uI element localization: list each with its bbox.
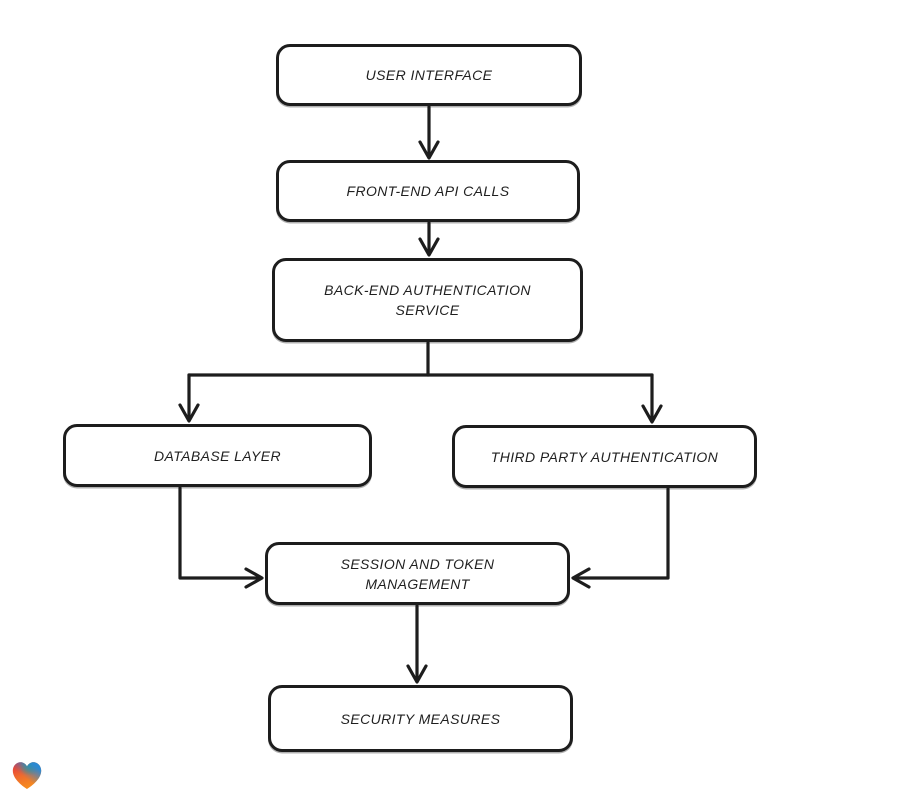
edge-third-party-to-session xyxy=(571,487,670,589)
edge-back-end-branch xyxy=(178,341,663,424)
node-database-layer-label: DATABASE LAYER xyxy=(154,447,281,464)
node-user-interface-label: USER INTERFACE xyxy=(365,67,493,83)
node-front-end-api-calls-label: FRONT-END API CALLS xyxy=(346,183,510,199)
node-user-interface[interactable]: USER INTERFACE xyxy=(276,44,582,106)
node-third-party-authentication-label: THIRD PARTY AUTHENTICATION xyxy=(490,448,719,465)
heart-icon xyxy=(12,762,42,789)
edge-user-interface-to-front-end xyxy=(418,105,440,160)
node-third-party-authentication[interactable]: THIRD PARTY AUTHENTICATION xyxy=(452,425,757,488)
node-security-measures[interactable]: SECURITY MEASURES xyxy=(268,685,573,752)
node-security-measures-label: SECURITY MEASURES xyxy=(340,710,501,727)
edge-session-to-security xyxy=(406,604,428,684)
node-session-and-token-management[interactable]: SESSION AND TOKEN MANAGEMENT xyxy=(265,542,570,605)
edge-front-end-to-back-end xyxy=(418,221,440,257)
node-session-and-token-management-label: SESSION AND TOKEN MANAGEMENT xyxy=(340,555,495,592)
node-back-end-authentication-service-label: BACK-END AUTHENTICATION SERVICE xyxy=(324,282,531,318)
node-back-end-authentication-service[interactable]: BACK-END AUTHENTICATION SERVICE xyxy=(272,258,583,342)
node-database-layer[interactable]: DATABASE LAYER xyxy=(63,424,372,487)
edge-database-to-session xyxy=(178,486,264,589)
node-front-end-api-calls[interactable]: FRONT-END API CALLS xyxy=(276,160,580,222)
heart-logo[interactable] xyxy=(12,761,42,790)
